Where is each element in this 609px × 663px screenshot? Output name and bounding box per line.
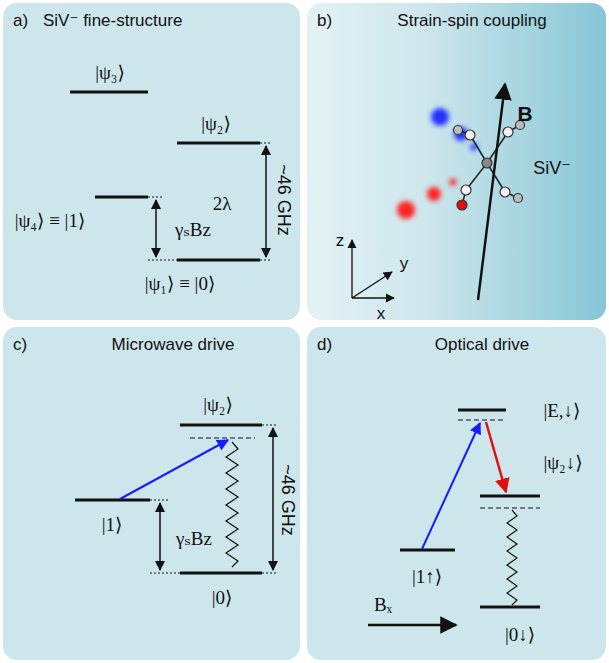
state-label: SiV⁻ — [533, 159, 571, 177]
state-label: |ψ₃⟩ — [95, 63, 125, 82]
state-label: |ψ₂⟩ — [201, 114, 231, 133]
level-scheme-d — [368, 410, 540, 625]
diagram-panel: a) SiV⁻ fine-structure — [3, 3, 300, 320]
state-label: ~46 GHz — [275, 164, 293, 236]
state-label: |E,↓⟩ — [543, 401, 580, 420]
panel-title: Strain-spin coupling — [397, 11, 547, 31]
state-label: γₛBz — [176, 529, 212, 548]
panel-letter: d) — [317, 335, 332, 355]
state-label: B — [517, 103, 532, 124]
diagram-panel: c) Microwave drive — [3, 327, 300, 660]
panel-title: Microwave drive — [98, 335, 248, 355]
state-label: |1↑⟩ — [412, 567, 442, 586]
panel-letter: c) — [13, 335, 27, 355]
state-label: |0⟩ — [212, 588, 233, 607]
panel-title: SiV⁻ fine-structure — [43, 11, 182, 31]
state-label: 2λ — [213, 194, 232, 213]
panel-title: Optical drive — [417, 335, 547, 355]
state-label: γₛBz — [175, 220, 211, 239]
level-scheme-c — [75, 425, 278, 573]
state-label: |1⟩ — [102, 515, 123, 534]
level-scheme-a — [70, 92, 272, 260]
panel-letter: b) — [317, 11, 332, 31]
panel-letter: a) — [13, 11, 28, 31]
state-label: |0↓⟩ — [505, 625, 535, 644]
state-label: y — [400, 255, 409, 272]
state-label: |ψ₁⟩ ≡ |0⟩ — [145, 274, 216, 293]
state-label: |ψ₂⟩ — [203, 395, 233, 414]
state-label: |ψ₄⟩ ≡ |1⟩ — [15, 211, 86, 230]
state-label: x — [377, 305, 386, 322]
state-label: Bₓ — [374, 595, 392, 614]
state-label: z — [336, 232, 345, 249]
diagram-panel: d) Optical drive — [307, 327, 606, 660]
state-label: |ψ₂↓⟩ — [543, 453, 582, 472]
strain-spin-sketch — [352, 84, 525, 300]
state-label: ~46 GHz — [279, 464, 297, 536]
